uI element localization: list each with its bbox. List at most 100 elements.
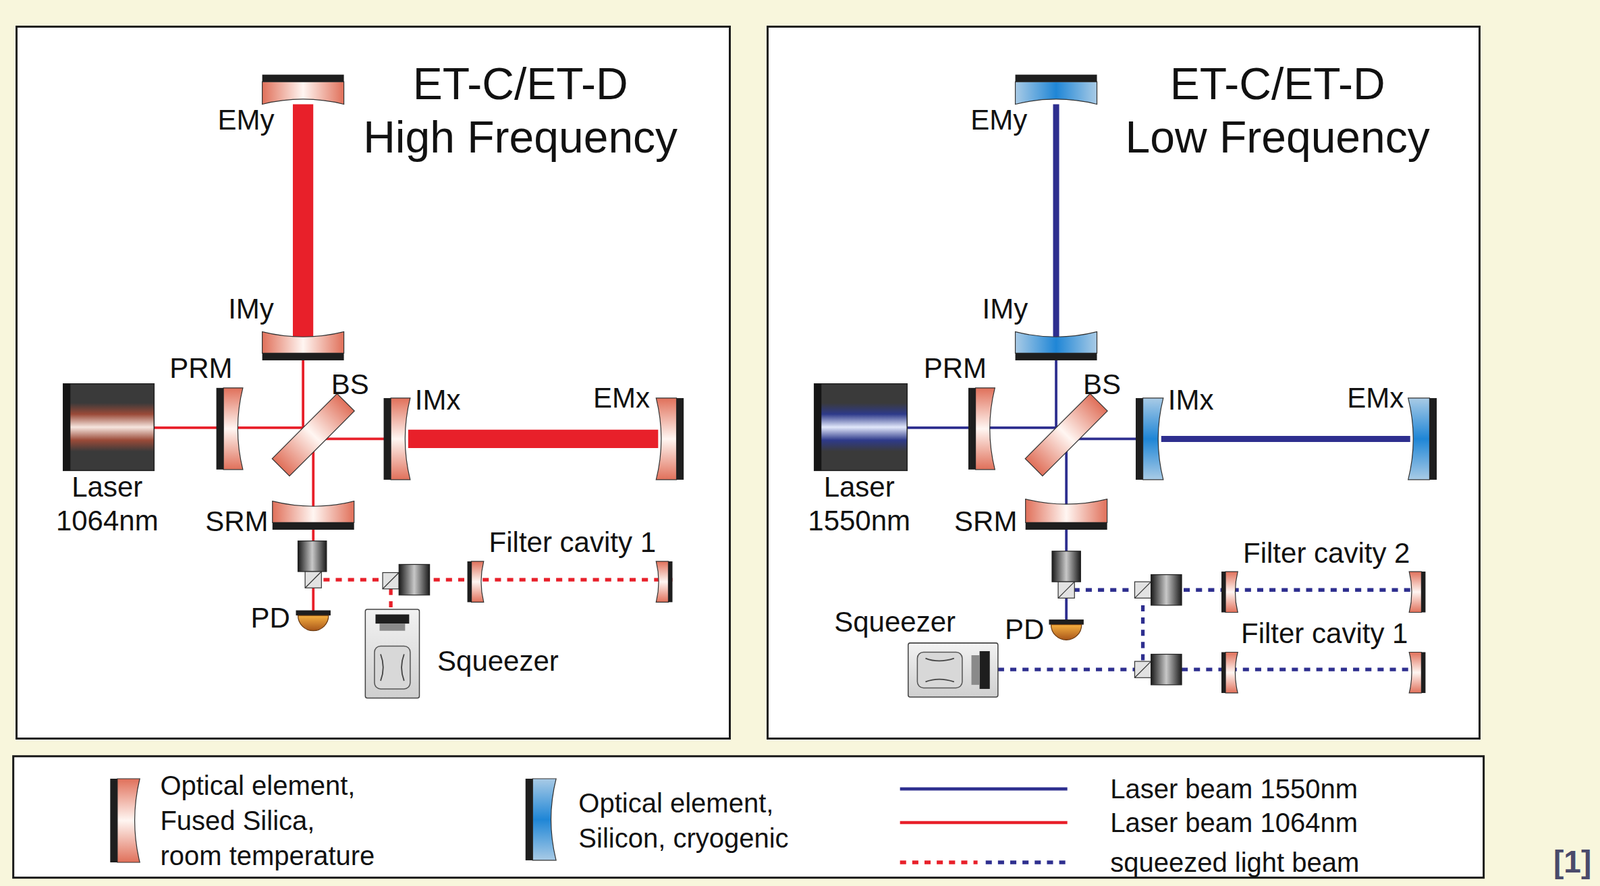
mirror-body bbox=[655, 561, 669, 602]
mirror bbox=[1409, 571, 1426, 613]
panel-title: ET-C/ET-D High Frequency bbox=[331, 57, 710, 164]
mirror-body bbox=[1143, 398, 1164, 480]
mirror bbox=[655, 398, 684, 480]
mirror-body bbox=[262, 332, 345, 354]
panel-ground bbox=[766, 25, 1481, 740]
cube-diagonal bbox=[1134, 581, 1151, 598]
detector-label: PD bbox=[251, 601, 291, 636]
mirror bbox=[383, 398, 411, 480]
cube-diagonal bbox=[382, 572, 399, 590]
mirror-label: EMy bbox=[217, 103, 274, 137]
squeezer-lens bbox=[925, 658, 954, 662]
mirror bbox=[216, 388, 243, 470]
polarizing-cube bbox=[305, 571, 322, 588]
panel-ground bbox=[15, 25, 731, 740]
squeezed-beam bbox=[1141, 605, 1145, 662]
squeezer-lens bbox=[925, 679, 954, 683]
mirror bbox=[272, 501, 355, 530]
photodiode bbox=[296, 610, 331, 631]
mirror bbox=[109, 778, 140, 863]
mirror-coating bbox=[676, 398, 685, 480]
squeezed-beam bbox=[323, 577, 674, 582]
mirror-coating bbox=[1221, 571, 1226, 613]
mirror bbox=[655, 561, 673, 602]
reference-number: [1] bbox=[1553, 843, 1592, 881]
cavity-label: Filter cavity 1 bbox=[489, 525, 656, 560]
squeezer-lens bbox=[380, 654, 384, 681]
squeezer-crystal bbox=[374, 645, 411, 689]
splitter-label: BS bbox=[1083, 367, 1121, 402]
beam-splitter-body bbox=[271, 393, 355, 476]
laser-beam bbox=[900, 821, 1068, 825]
mirror-label: IMx bbox=[415, 383, 461, 418]
mirror-coating bbox=[1015, 74, 1098, 83]
legend-text: Optical element, Silicon, cryogenic bbox=[578, 785, 812, 856]
squeezer-mount bbox=[971, 655, 980, 685]
legend-text: Optical element, Fused Silica, room temp… bbox=[159, 767, 393, 874]
cube-body bbox=[1134, 661, 1151, 678]
beam-splitter bbox=[1025, 393, 1108, 476]
laser-symbol bbox=[814, 383, 908, 472]
mirror-body bbox=[1409, 571, 1422, 613]
polarizing-cube bbox=[382, 572, 399, 590]
squeezer-label: Squeezer bbox=[437, 644, 559, 679]
laser-beam bbox=[301, 356, 305, 435]
faraday-isolator bbox=[1052, 551, 1081, 582]
mirror-label: IMy bbox=[228, 292, 274, 326]
squeezer-housing bbox=[365, 609, 420, 699]
mirror bbox=[1221, 571, 1238, 613]
panel-title: ET-C/ET-D Low Frequency bbox=[1088, 57, 1467, 164]
photodiode-body bbox=[298, 615, 329, 631]
mirror-body bbox=[262, 81, 345, 104]
mirror bbox=[262, 332, 345, 361]
legend-text: Laser beam 1064nm bbox=[1110, 805, 1358, 841]
photodiode-body bbox=[1050, 624, 1082, 641]
mirror-body bbox=[272, 501, 355, 523]
mirror-body bbox=[975, 388, 996, 470]
mirror-label: SRM bbox=[205, 504, 268, 538]
cube-body bbox=[305, 571, 322, 588]
squeezer-lens bbox=[401, 654, 405, 681]
mirror-coating bbox=[1135, 398, 1144, 480]
photodiode-window bbox=[296, 610, 331, 616]
mirror-body bbox=[1015, 81, 1098, 104]
mirror-coating bbox=[1221, 651, 1226, 693]
mirror bbox=[467, 561, 484, 602]
mirror-body bbox=[532, 778, 557, 861]
detector-label: PD bbox=[1004, 612, 1044, 647]
mirror-label: EMy bbox=[970, 103, 1028, 137]
cavity-label: Filter cavity 2 bbox=[1243, 535, 1410, 570]
laser-label: Laser 1550nm bbox=[791, 470, 927, 539]
mirror bbox=[1135, 398, 1164, 480]
beam-splitter-body bbox=[1025, 393, 1108, 476]
mirror bbox=[525, 778, 557, 861]
mirror-body bbox=[117, 778, 140, 863]
cavity-label: Filter cavity 1 bbox=[1240, 616, 1408, 651]
squeezed-beam bbox=[1073, 588, 1424, 592]
faraday-isolator bbox=[298, 541, 327, 572]
mirror-coating bbox=[1025, 522, 1108, 530]
squeezer-label: Squeezer bbox=[834, 605, 956, 640]
mirror bbox=[1015, 332, 1098, 361]
mirror-coating bbox=[668, 561, 673, 602]
mirror-coating bbox=[262, 74, 345, 83]
mirror-coating bbox=[467, 561, 472, 602]
squeezer-crystal bbox=[917, 651, 963, 688]
mirror-label: PRM bbox=[923, 351, 987, 386]
cube-diagonal bbox=[1058, 581, 1075, 598]
mirror-coating bbox=[216, 388, 225, 470]
laser-body bbox=[814, 383, 908, 472]
mirror-coating bbox=[272, 522, 355, 530]
mirror-coating bbox=[1421, 571, 1426, 613]
mirror-coating bbox=[383, 398, 392, 480]
squeezer-output bbox=[375, 614, 409, 625]
mirror-label: PRM bbox=[169, 351, 233, 386]
laser-body bbox=[63, 383, 155, 472]
polarizing-cube bbox=[1058, 581, 1075, 598]
mirror-body bbox=[1408, 398, 1430, 480]
legend-text: Laser beam 1550nm bbox=[1110, 771, 1358, 807]
squeezer-mount bbox=[379, 623, 406, 631]
mirror-label: SRM bbox=[954, 504, 1017, 538]
mirror-body bbox=[1409, 651, 1422, 693]
mirror-body bbox=[223, 388, 243, 470]
